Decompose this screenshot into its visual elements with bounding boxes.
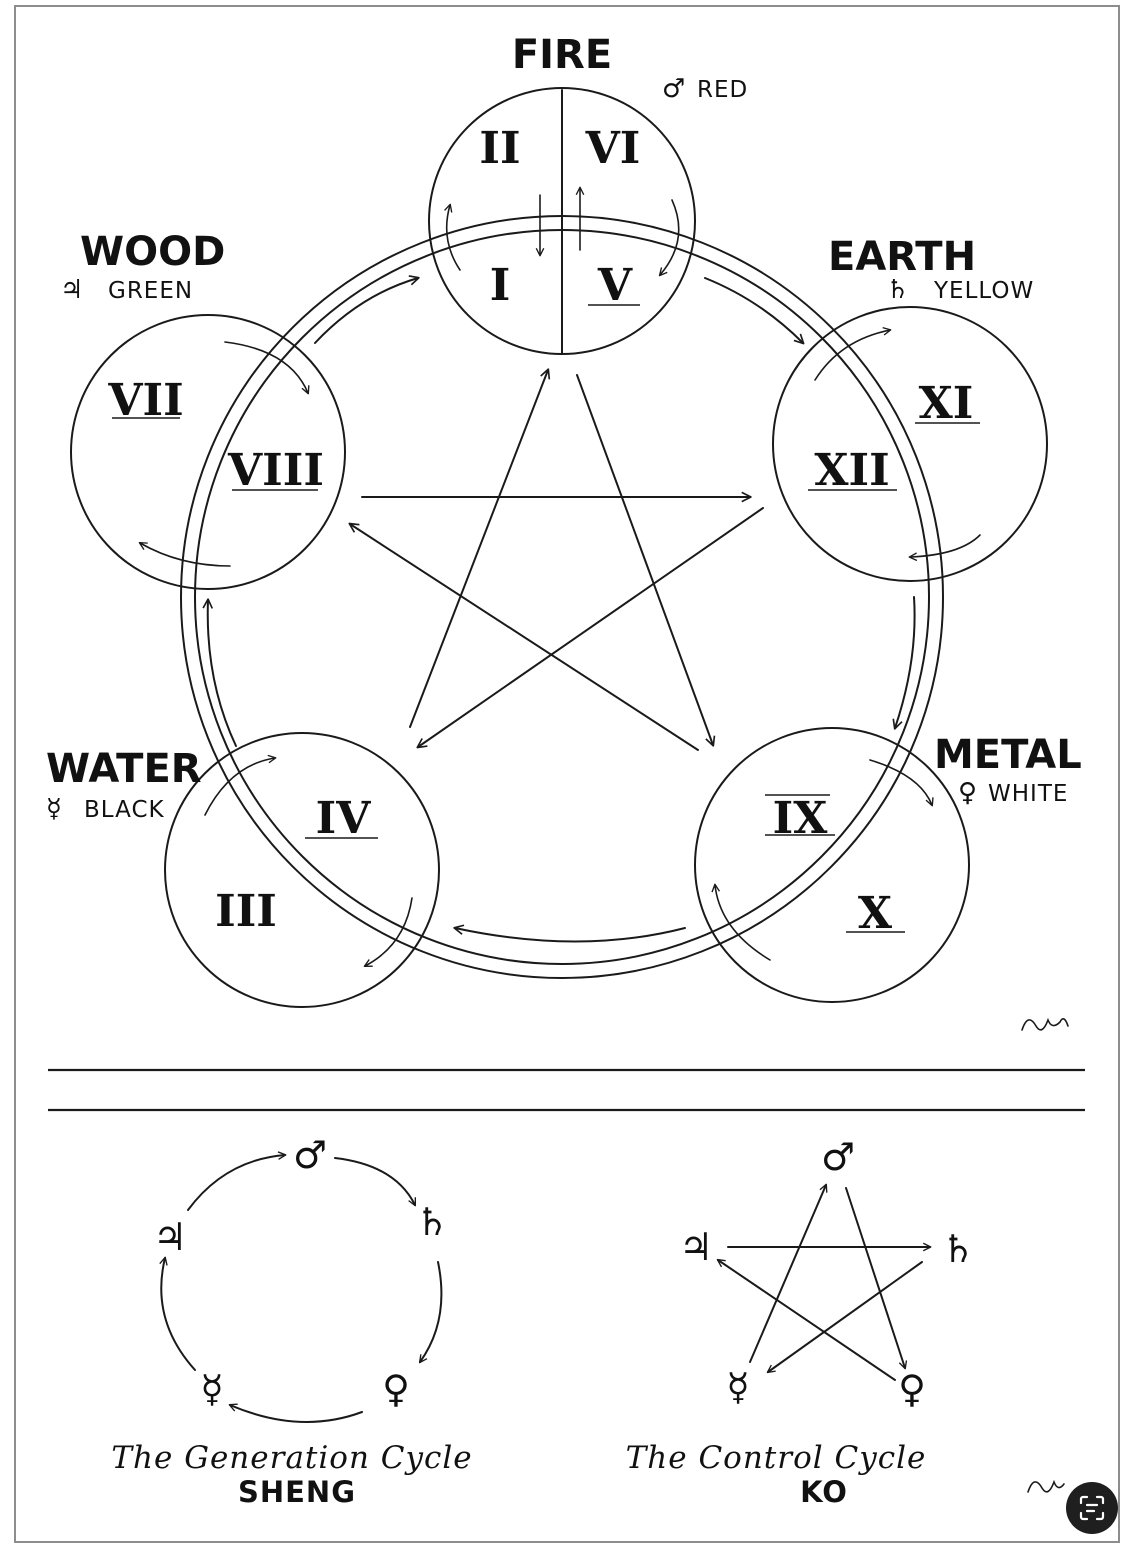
numeral-iv: IV (316, 793, 372, 844)
generation-cycle-subtitle: SHENG (238, 1475, 356, 1509)
inner-circle-arrows (138, 186, 981, 968)
water-label: WATER (46, 746, 202, 792)
ko-earth-symbol: ♄ (941, 1227, 975, 1271)
control-cycle-subtitle: KO (800, 1475, 848, 1509)
signature-mark-top (1021, 1017, 1069, 1031)
saturn-symbol: ♄ (886, 275, 909, 305)
ko-fire-symbol: ♂ (821, 1135, 855, 1179)
gen-metal-symbol: ♀ (382, 1367, 410, 1411)
ko-water-symbol: ☿ (726, 1365, 749, 1409)
numeral-underlines (112, 304, 980, 933)
numeral-vi: VI (585, 123, 641, 174)
ko-star-arrows (348, 368, 764, 751)
mercury-symbol: ☿ (46, 794, 62, 824)
numeral-v: V (597, 260, 633, 311)
generation-cycle-title: The Generation Cycle (111, 1440, 472, 1476)
wood-color-label: GREEN (108, 278, 193, 304)
lens-button[interactable] (1066, 1482, 1118, 1534)
water-label-group: WATER ☿ BLACK (46, 746, 202, 824)
numeral-xii: XII (814, 445, 889, 496)
jupiter-symbol: ♃ (60, 275, 83, 305)
fire-circle (428, 87, 696, 355)
ko-wood-symbol: ♃ (679, 1225, 713, 1269)
earth-label: EARTH (828, 234, 976, 280)
wood-label: WOOD (80, 229, 225, 275)
lens-icon (1079, 1495, 1105, 1521)
ko-metal-symbol: ♀ (898, 1367, 926, 1411)
numeral-viii: VIII (227, 445, 324, 496)
earth-circle (772, 306, 1048, 582)
fire-label-group: FIRE ♂ RED (512, 32, 748, 104)
ring-arrows (202, 275, 916, 943)
water-color-label: BLACK (84, 797, 165, 823)
metal-label-group: METAL ♀ WHITE (934, 732, 1082, 808)
earth-label-group: EARTH ♄ YELLOW (828, 234, 1034, 305)
numeral-ii: II (479, 123, 520, 174)
control-cycle: ♂ ♄ ♀ ☿ ♃ The Control Cycle KO (626, 1135, 975, 1509)
fire-label: FIRE (512, 32, 612, 78)
wood-circle (70, 314, 346, 590)
wood-label-group: WOOD ♃ GREEN (60, 229, 225, 305)
numeral-iii: III (215, 886, 277, 937)
control-cycle-title: The Control Cycle (626, 1440, 927, 1476)
fire-color-label: RED (697, 77, 748, 103)
numeral-x: X (858, 888, 893, 939)
numeral-xi: XI (919, 378, 974, 429)
numeral-i: I (490, 260, 511, 311)
earth-color-label: YELLOW (933, 278, 1034, 304)
gen-earth-symbol: ♄ (415, 1200, 449, 1244)
diagram-frame (14, 5, 1120, 1543)
mars-symbol: ♂ (662, 74, 685, 104)
metal-label: METAL (934, 732, 1082, 778)
gen-wood-symbol: ♃ (153, 1215, 187, 1259)
metal-circle (694, 727, 970, 1003)
venus-symbol: ♀ (958, 778, 977, 808)
signature-mark-bottom (1027, 1479, 1065, 1493)
water-circle (164, 732, 440, 1008)
gen-fire-symbol: ♂ (293, 1133, 327, 1177)
generation-cycle: ♂ ♄ ♀ ☿ ♃ The Generation Cycle SHENG (111, 1133, 472, 1509)
numeral-ix: IX (773, 793, 829, 844)
metal-color-label: WHITE (988, 781, 1068, 807)
meridian-numerals: II VI I V XI XII IX X IV III VII VIII (107, 123, 973, 939)
gen-water-symbol: ☿ (200, 1367, 223, 1411)
